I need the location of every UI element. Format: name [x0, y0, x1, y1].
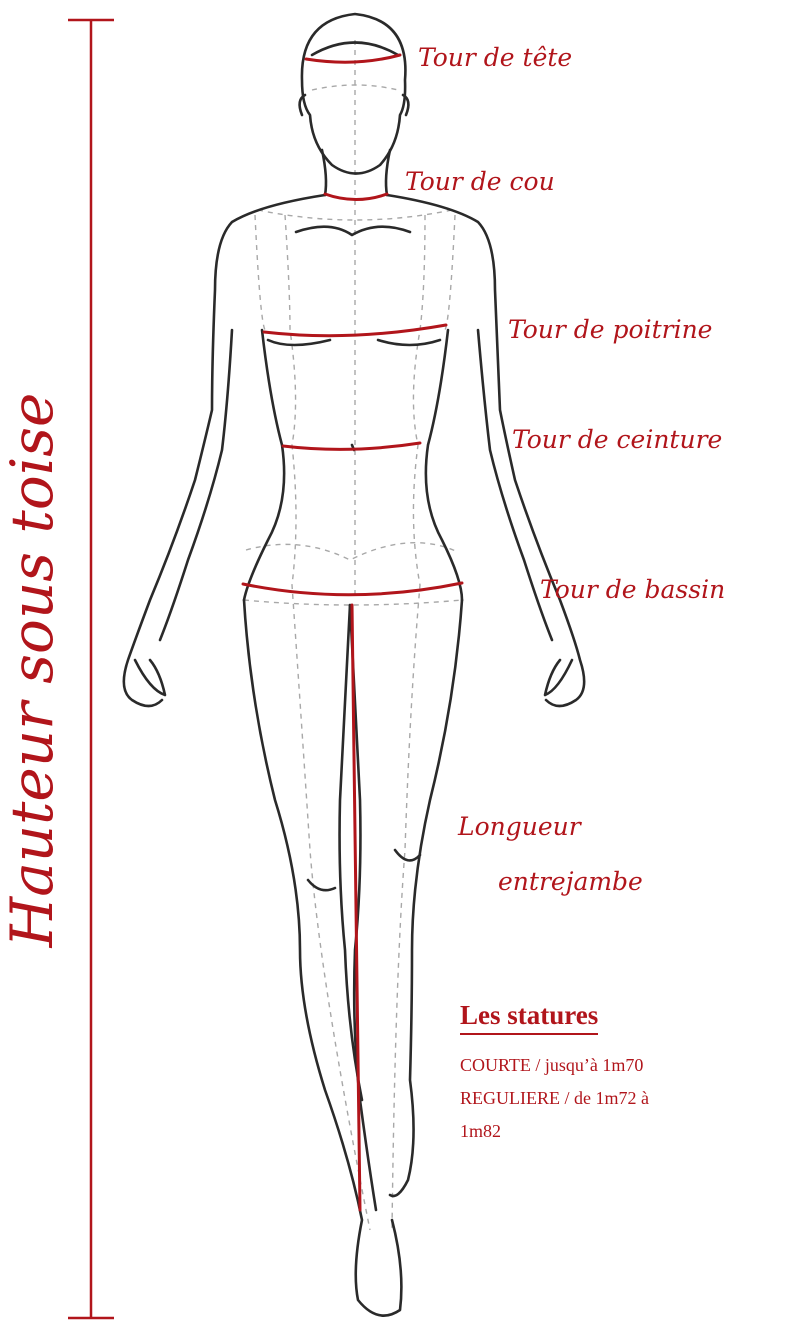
neck-circumference-line — [325, 194, 387, 200]
inseam-label-line2: entrejambe — [498, 867, 643, 896]
height-label: Hauteur sous toise — [0, 393, 66, 949]
inseam-label-line1: Longueur — [457, 812, 583, 841]
neck-label: Tour de cou — [405, 167, 555, 196]
head-circumference-line — [306, 55, 400, 62]
stature-regular: REGULIERE / de 1m72 à — [460, 1082, 760, 1115]
measurement-labels: Tour de tête Tour de cou Tour de poitrin… — [405, 43, 725, 896]
hip-label: Tour de bassin — [540, 575, 725, 604]
statures-legend: Les statures COURTE / jusqu’à 1m70 REGUL… — [460, 1000, 760, 1148]
hip-circumference-line — [243, 583, 462, 595]
chest-label: Tour de poitrine — [508, 315, 712, 344]
statures-title: Les statures — [460, 1000, 598, 1035]
head-label: Tour de tête — [418, 43, 572, 72]
waist-label: Tour de ceinture — [512, 425, 722, 454]
stature-regular-cont: 1m82 — [460, 1115, 760, 1148]
height-ruler — [68, 20, 114, 1318]
stature-short: COURTE / jusqu’à 1m70 — [460, 1049, 760, 1082]
